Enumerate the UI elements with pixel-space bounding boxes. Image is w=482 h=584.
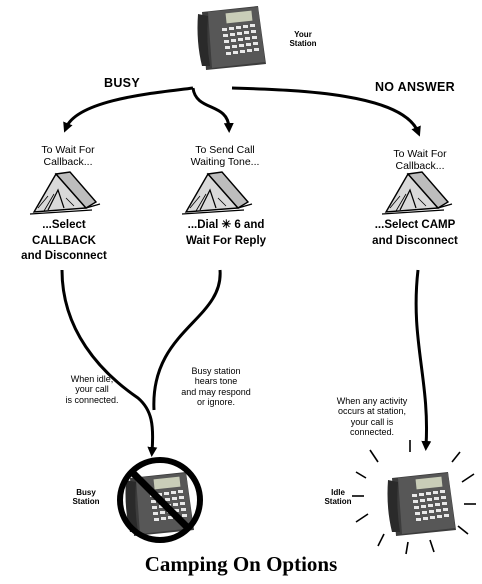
tent-icon	[29, 171, 101, 215]
ringing-rays-icon	[352, 440, 476, 555]
busy-station-label: Busy Station	[72, 488, 100, 507]
arrow-call-waiting-to-busy-station	[152, 269, 222, 411]
camp-prompt: To Wait For Callback...	[393, 148, 447, 173]
flow-arrows	[60, 86, 432, 457]
busy-branch-label: BUSY	[104, 76, 140, 90]
idle-station-label: Idle Station	[324, 488, 352, 507]
prohibited-icon	[117, 457, 203, 543]
no-answer-branch-label: NO ANSWER	[374, 80, 455, 94]
tent-icon	[181, 171, 253, 215]
arrow-callback-to-busy-station	[60, 269, 158, 457]
call-waiting-action: ...Dial ✳ 6 and Wait For Reply	[185, 219, 267, 247]
arrow-busy-to-callback	[63, 86, 194, 133]
callback-action: ...Select CALLBACK and Disconnect	[21, 219, 107, 263]
tent-icon	[381, 171, 453, 215]
camp-action: ...Select CAMP and Disconnect	[372, 219, 458, 247]
arrow-busy-to-call-waiting	[191, 87, 234, 133]
arrow-camp-to-idle-station	[414, 269, 432, 451]
call-waiting-prompt: To Send Call Waiting Tone...	[190, 144, 260, 169]
any-activity-note: When any activity occurs at station, you…	[336, 396, 408, 438]
your-station-phone-icon	[197, 6, 266, 70]
when-idle-note: When idle, your call is connected.	[65, 374, 119, 405]
busy-hears-tone-note: Busy station hears tone and may respond …	[181, 366, 251, 408]
your-station-label: Your Station	[289, 30, 317, 49]
arrow-no-answer-to-camp	[231, 86, 421, 137]
callback-prompt: To Wait For Callback...	[41, 144, 95, 169]
page-title: Camping On Options	[144, 552, 338, 576]
idle-station-phone-icon	[387, 472, 456, 536]
